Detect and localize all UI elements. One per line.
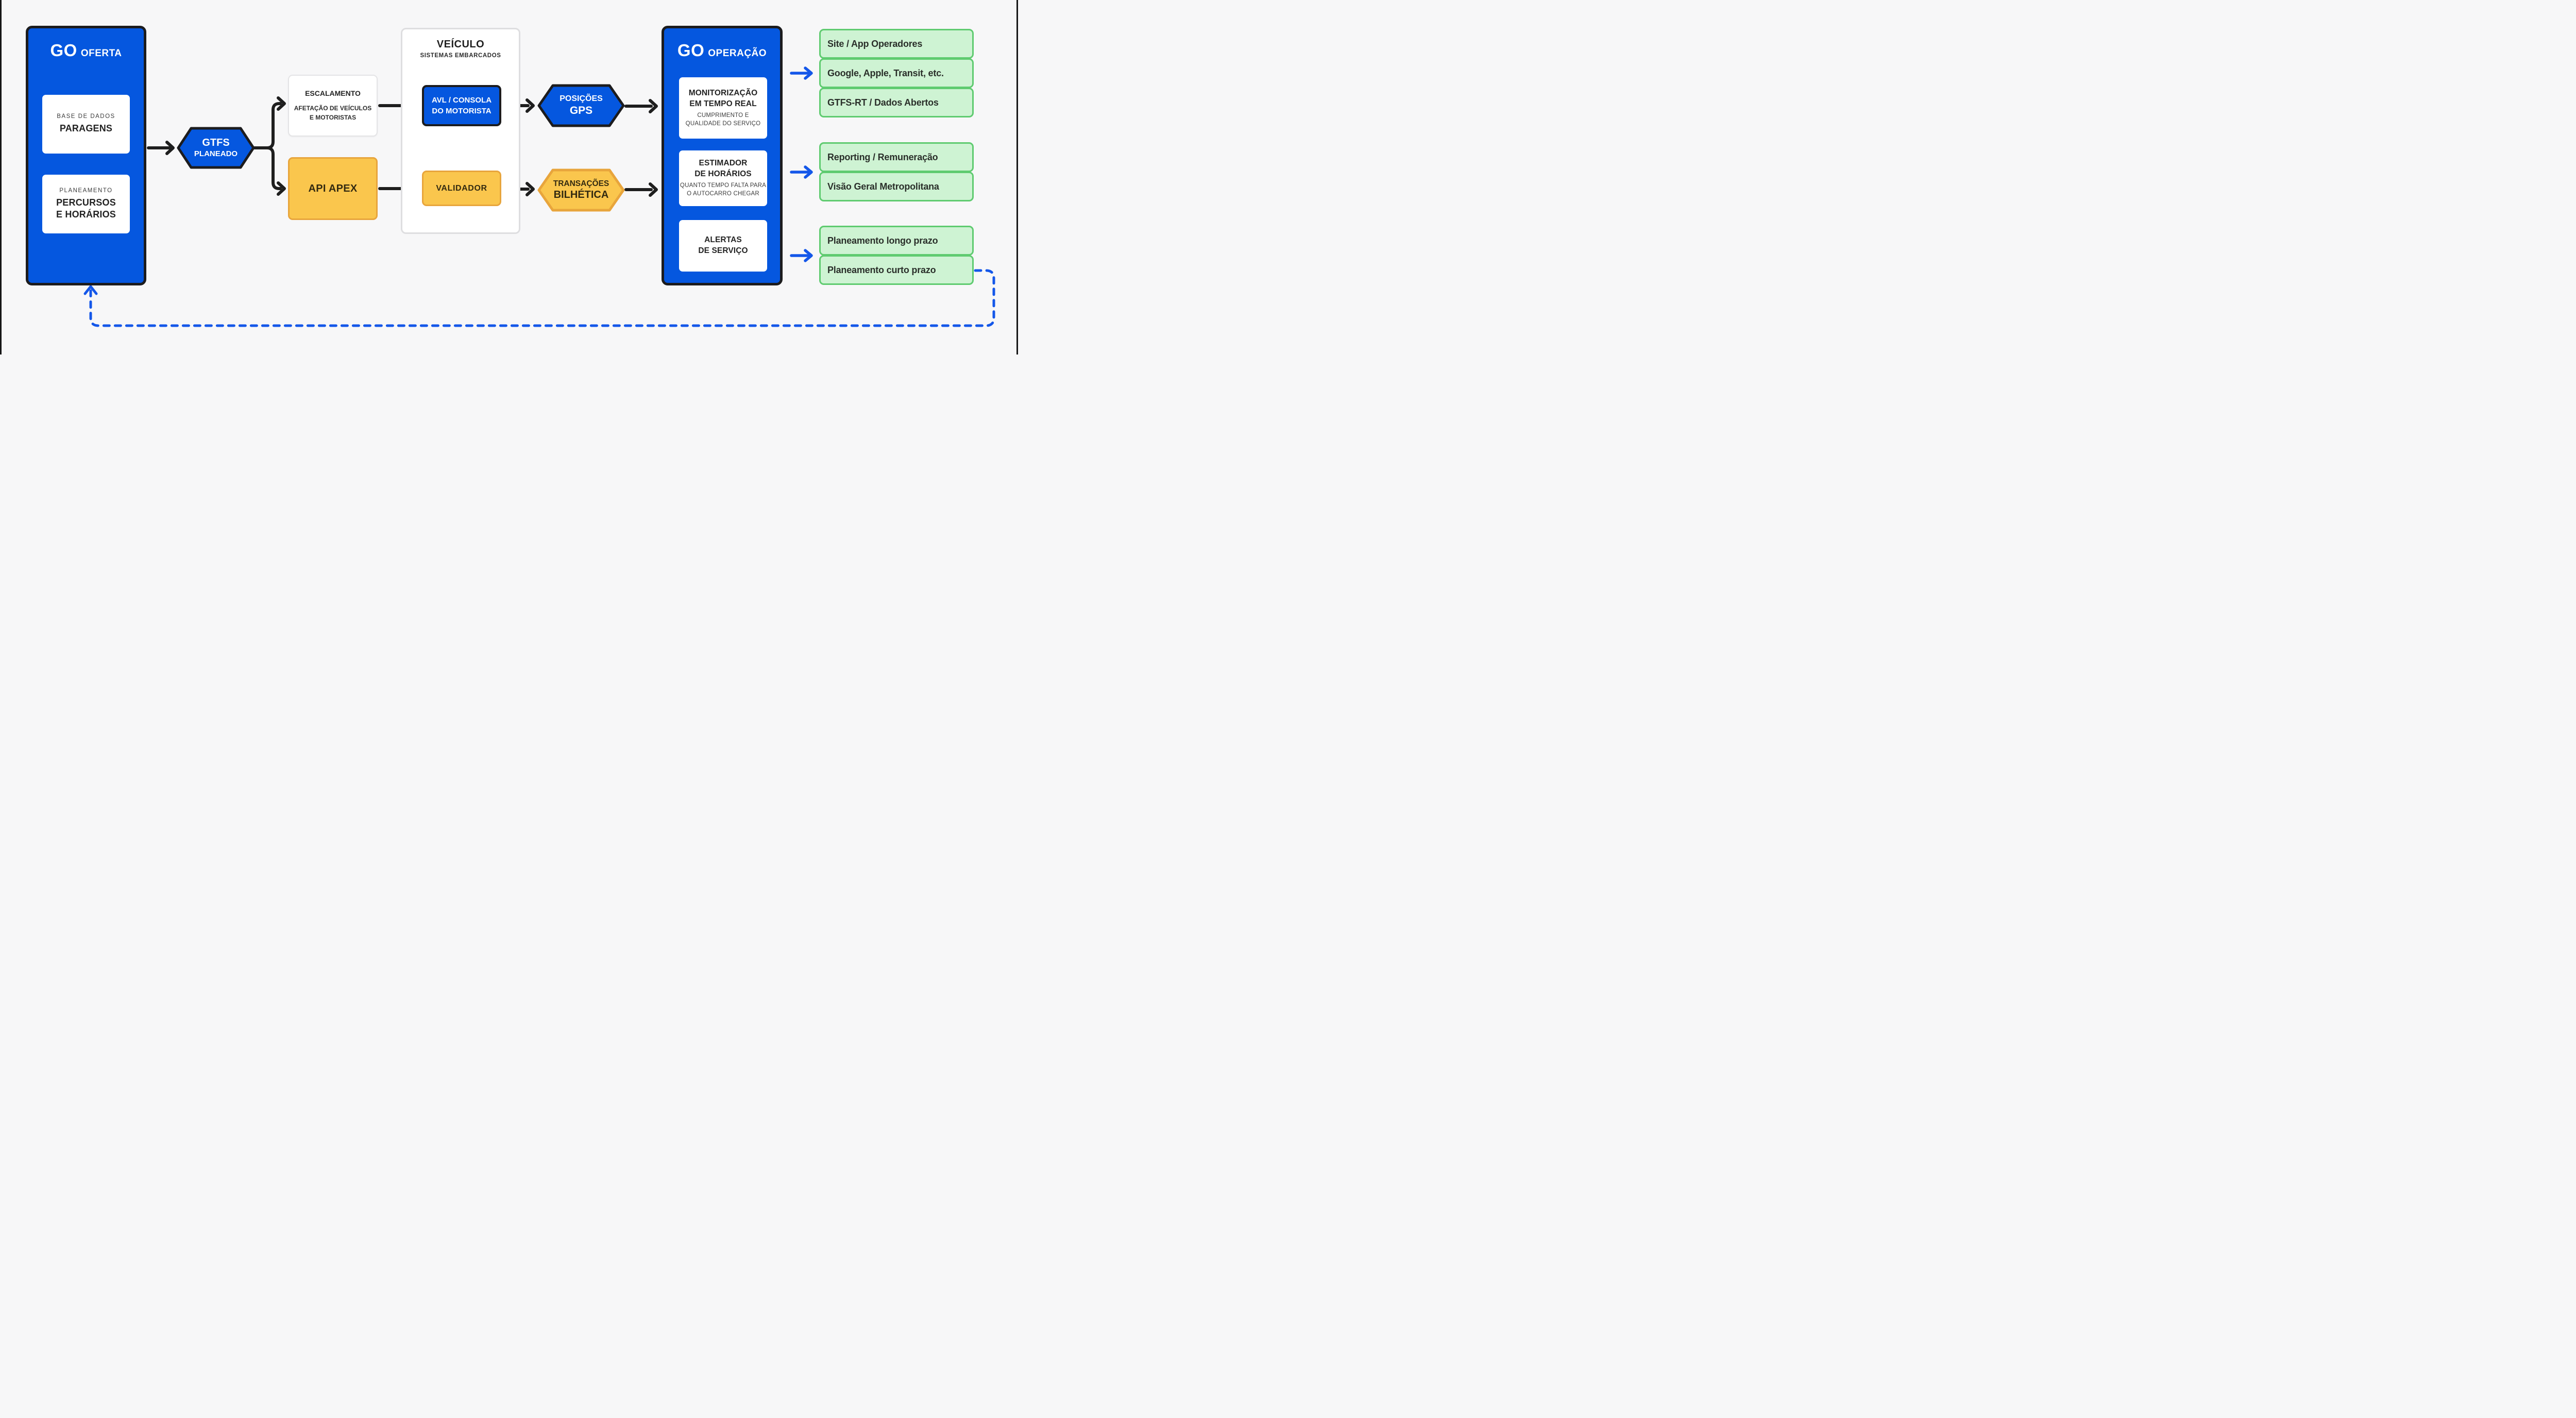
card-subtitle-line: O AUTOCARRO CHEGAR	[687, 191, 759, 197]
card-title-line: EM TEMPO REAL	[689, 99, 757, 108]
card-label: PLANEAMENTO	[59, 187, 113, 194]
output-planeamento-longo-prazo: Planeamento longo prazo	[819, 226, 974, 256]
arrow-operacao-to-publico-head	[804, 66, 813, 80]
avl-line: DO MOTORISTA	[432, 107, 492, 115]
arrow-transacoes-to-operacao-head	[649, 182, 658, 197]
gtfs-line1: GTFS	[202, 137, 230, 149]
escalamento-box: ESCALAMENTO AFETAÇÃO DE VEÍCULOS E MOTOR…	[288, 75, 378, 137]
output-label: Google, Apple, Transit, etc.	[827, 67, 944, 78]
gtfs-line2: PLANEADO	[194, 149, 238, 159]
screen-edge-right	[1016, 0, 1018, 354]
card-monitorizacao: MONITORIZAÇÃO EM TEMPO REAL CUMPRIMENTO …	[679, 77, 767, 139]
screen-edge-left	[0, 0, 2, 354]
card-estimador: ESTIMADOR DE HORÁRIOS QUANTO TEMPO FALTA…	[679, 150, 767, 206]
card-title-line: MONITORIZAÇÃO	[688, 88, 758, 97]
arrow-gps-to-operacao-head	[649, 99, 658, 113]
card-title: PARAGENS	[59, 123, 113, 134]
arrow-validador-to-transacoes-head	[526, 182, 535, 196]
card-subtitle-line: QUALIDADE DO SERVIÇO	[685, 120, 761, 127]
output-visao-geral-metropolitana: Visão Geral Metropolitana	[819, 172, 974, 201]
escalamento-title: ESCALAMENTO	[305, 89, 361, 98]
output-label: Visão Geral Metropolitana	[827, 181, 939, 192]
output-site-app-operadores: Site / App Operadores	[819, 29, 974, 59]
card-base-de-dados-paragens: BASE DE DADOS PARAGENS	[42, 95, 130, 154]
card-title-line: ALERTAS	[704, 235, 742, 245]
card-alertas: ALERTAS DE SERVIÇO	[679, 220, 767, 272]
output-google-apple-transit: Google, Apple, Transit, etc.	[819, 58, 974, 88]
card-title-line: DE HORÁRIOS	[694, 170, 752, 179]
card-title-line: ESTIMADOR	[699, 159, 748, 168]
output-planeamento-curto-prazo: Planeamento curto prazo	[819, 255, 974, 285]
output-label: Site / App Operadores	[827, 38, 923, 49]
hexagon-shape	[537, 84, 625, 127]
go-oferta-label: OFERTA	[80, 48, 122, 59]
go-logo: GO	[677, 41, 705, 60]
posicoes-line2: GPS	[569, 104, 593, 116]
escalamento-subtitle-line: AFETAÇÃO DE VEÍCULOS	[294, 105, 372, 112]
transacoes-line1: TRANSAÇÕES	[553, 179, 609, 188]
arrow-operacao-to-planeamento-head	[804, 249, 813, 262]
card-title-line: E HORÁRIOS	[56, 209, 116, 220]
output-label: GTFS-RT / Dados Abertos	[827, 97, 939, 108]
card-subtitle-line: QUANTO TEMPO FALTA PARA	[680, 182, 767, 189]
go-operacao-label: OPERAÇÃO	[708, 48, 767, 59]
posicoes-gps-hexagon: POSIÇÕES GPS	[536, 83, 626, 128]
gtfs-planeado-hexagon: GTFS PLANEADO	[176, 126, 256, 170]
arrow-gtfs-branch	[253, 102, 282, 190]
card-title-line: DE SERVIÇO	[698, 246, 748, 255]
hexagon-shape	[537, 168, 625, 212]
transacoes-line2: BILHÉTICA	[553, 189, 609, 201]
arrow-gtfs-branch-up-head	[277, 96, 286, 111]
output-label: Planeamento longo prazo	[827, 235, 938, 246]
hexagon-shape	[177, 127, 255, 169]
output-label: Planeamento curto prazo	[827, 264, 936, 275]
avl-consola-box: AVL / CONSOLA DO MOTORISTA	[422, 85, 501, 126]
card-title-line: PERCURSOS	[56, 197, 116, 208]
validador-box: VALIDADOR	[422, 171, 501, 206]
posicoes-line1: POSIÇÕES	[560, 94, 603, 103]
card-label: BASE DE DADOS	[57, 113, 115, 120]
output-gtfs-rt-dados-abertos: GTFS-RT / Dados Abertos	[819, 88, 974, 117]
go-logo: GO	[50, 41, 77, 60]
output-label: Reporting / Remuneração	[827, 151, 938, 162]
api-apex-box: API APEX	[288, 157, 378, 220]
avl-line: AVL / CONSOLA	[431, 96, 492, 105]
veiculo-title: VEÍCULO	[436, 39, 485, 50]
card-subtitle-line: CUMPRIMENTO E	[697, 112, 749, 119]
output-reporting-remuneracao: Reporting / Remuneração	[819, 142, 974, 172]
arrow-gtfs-branch-down-head	[277, 181, 286, 196]
card-planeamento-percursos: PLANEAMENTO PERCURSOS E HORÁRIOS	[42, 175, 130, 233]
veiculo-subtitle: SISTEMAS EMBARCADOS	[420, 53, 501, 59]
arrow-operacao-to-reporting-head	[804, 165, 813, 179]
validador-title: VALIDADOR	[436, 183, 487, 193]
api-apex-title: API APEX	[308, 182, 358, 194]
feedback-arrow-head	[83, 285, 98, 295]
escalamento-subtitle-line: E MOTORISTAS	[309, 113, 357, 121]
transacoes-bilhetica-hexagon: TRANSAÇÕES BILHÉTICA	[536, 167, 626, 213]
arrow-oferta-to-gtfs-head	[165, 141, 175, 155]
arrow-avl-to-gps-head	[526, 98, 535, 113]
